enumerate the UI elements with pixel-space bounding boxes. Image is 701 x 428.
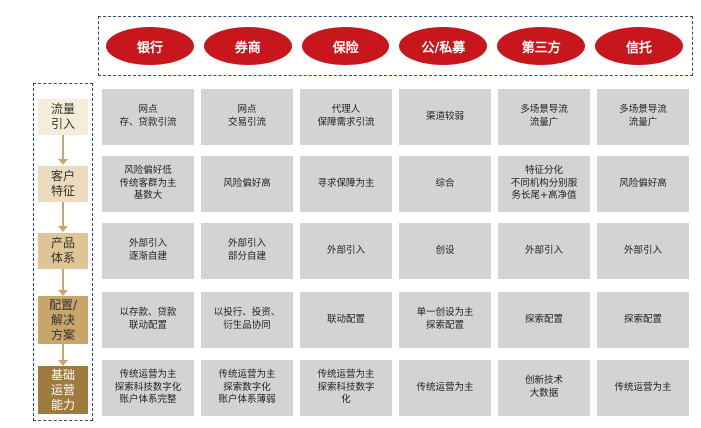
dimension-column-frame — [33, 83, 93, 421]
grid-cell: 传统运营为主 探索科技数字化 账户体系完整 — [102, 360, 194, 416]
grid-cell: 多场景导流 流量广 — [498, 89, 590, 145]
institution-oval-insurance: 保险 — [301, 27, 390, 65]
institution-oval-trust: 信托 — [595, 27, 683, 65]
grid-cell: 网点 存、贷款引流 — [102, 89, 194, 145]
grid-cell: 多场景导流 流量广 — [597, 89, 689, 145]
grid-cell: 以存款、贷款 联动配置 — [102, 292, 194, 348]
institution-oval-fund: 公/私募 — [399, 27, 488, 65]
flow-arrow-line — [62, 344, 64, 360]
grid-cell: 寻求保障为主 — [300, 156, 392, 212]
institution-oval-bank: 银行 — [106, 27, 194, 65]
grid-cell: 外部引入 — [300, 223, 392, 279]
institution-header: 银行 券商 保险 公/私募 第三方 信托 — [98, 16, 693, 76]
row-label-solution: 配置/ 解决 方案 — [38, 296, 88, 344]
flow-arrow-head — [58, 226, 68, 232]
row-label-operations: 基础 运营 能力 — [38, 366, 88, 414]
grid-cell: 综合 — [399, 156, 491, 212]
grid-cell: 外部引入 部分自建 — [201, 223, 293, 279]
row-label-customer: 客户 特征 — [38, 166, 88, 202]
grid-cell: 代理人 保障需求引流 — [300, 89, 392, 145]
flow-arrow-line — [62, 135, 64, 159]
grid-cell: 风险偏好低 传统客群为主 基数大 — [102, 156, 194, 212]
grid-cell: 联动配置 — [300, 292, 392, 348]
flow-arrow-head — [58, 360, 68, 366]
grid-cell: 创新技术 大数据 — [498, 360, 590, 416]
institution-oval-third-party: 第三方 — [497, 27, 586, 65]
grid-cell: 风险偏好高 — [597, 156, 689, 212]
flow-arrow-head — [58, 290, 68, 296]
grid-cell: 风险偏好高 — [201, 156, 293, 212]
institution-oval-broker: 券商 — [203, 27, 292, 65]
grid-cell: 传统运营为主 — [597, 360, 689, 416]
row-label-traffic: 流量 引入 — [38, 99, 88, 135]
row-label-product: 产品 体系 — [38, 233, 88, 269]
grid-cell: 传统运营为主 探索数字化 账户体系薄弱 — [201, 360, 293, 416]
grid-cell: 网点 交易引流 — [201, 89, 293, 145]
grid-cell: 传统运营为主 探索科技数字 化 — [300, 360, 392, 416]
grid-cell: 外部引入 — [498, 223, 590, 279]
grid-cell: 单一创设为主 探索配置 — [399, 292, 491, 348]
flow-arrow-line — [62, 269, 64, 290]
flow-arrow-head — [58, 159, 68, 165]
grid-cell: 渠道较弱 — [399, 89, 491, 145]
grid-cell: 探索配置 — [498, 292, 590, 348]
grid-cell: 以投行、投资、 衍生品协同 — [201, 292, 293, 348]
grid-cell: 传统运营为主 — [399, 360, 491, 416]
flow-arrow-line — [62, 202, 64, 226]
grid-cell: 创设 — [399, 223, 491, 279]
grid-cell: 探索配置 — [597, 292, 689, 348]
grid-cell: 特征分化 不同机构分别服 务长尾+高净值 — [498, 156, 590, 212]
institution-header-frame — [98, 16, 693, 76]
grid-cell: 外部引入 逐渐自建 — [102, 223, 194, 279]
grid-cell: 外部引入 — [597, 223, 689, 279]
